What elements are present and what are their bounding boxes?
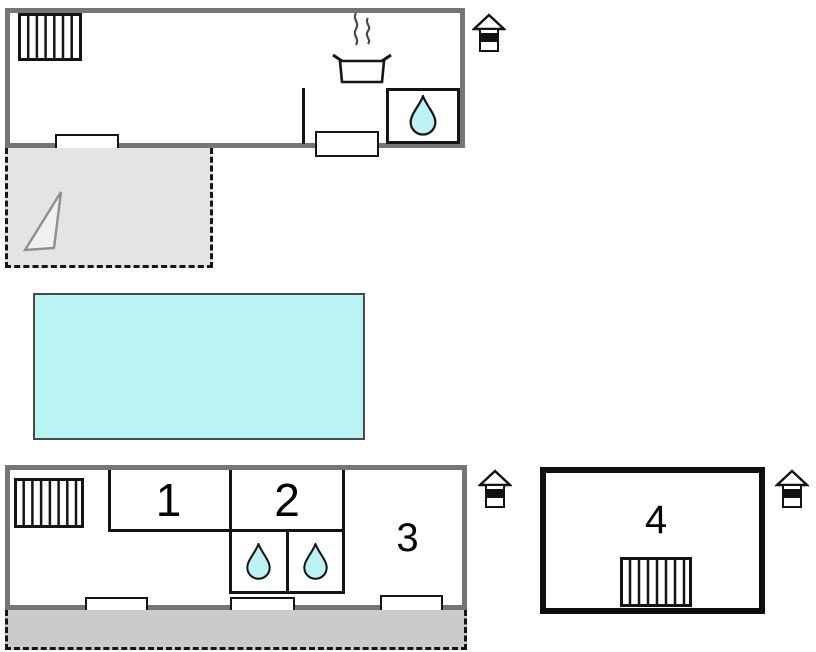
water-drop-icon <box>409 95 437 136</box>
sink-room <box>386 88 460 144</box>
terrace-lower <box>5 610 467 650</box>
terrace-upper <box>5 148 213 268</box>
interior-wall <box>302 88 305 144</box>
wall-between-1-2 <box>229 470 232 532</box>
bathroom-box <box>229 532 345 594</box>
stove-icon <box>332 12 392 84</box>
bathroom-left-half <box>232 532 286 591</box>
room-3-label: 3 <box>396 516 419 560</box>
radiator-icon <box>18 13 82 61</box>
room-2-label: 2 <box>274 474 300 526</box>
building-annex: 4 <box>540 467 765 614</box>
bathroom-right-half <box>289 532 343 591</box>
north-arrow-icon <box>22 191 63 252</box>
swimming-pool <box>33 293 365 440</box>
house-icon <box>472 13 506 52</box>
room-4-label: 4 <box>644 498 668 542</box>
bathroom-divider <box>285 532 289 591</box>
radiator-icon <box>14 478 84 528</box>
water-drop-icon <box>303 542 328 580</box>
water-drop-icon <box>246 542 271 580</box>
window <box>315 131 379 157</box>
house-icon <box>775 469 809 508</box>
room-1-label: 1 <box>155 474 182 526</box>
bedrooms-1-2-box <box>108 470 345 532</box>
radiator-icon <box>620 557 692 607</box>
house-icon <box>478 469 512 508</box>
